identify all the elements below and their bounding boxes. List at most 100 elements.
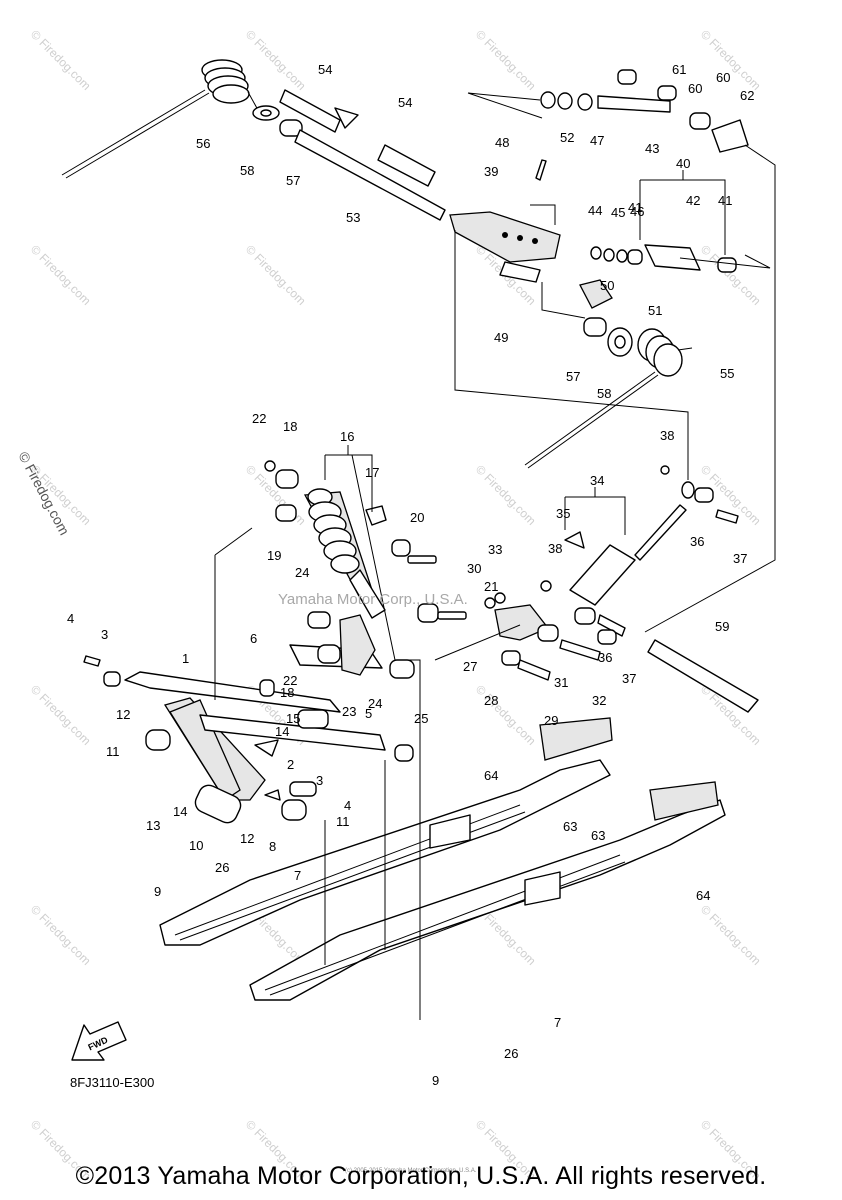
callout-3: 3 [101,627,108,642]
callout-28: 28 [484,693,498,708]
guide-54-lower [377,144,436,187]
callout-22: 22 [252,411,266,426]
callout-37: 37 [733,551,747,566]
callout-36: 36 [598,650,612,665]
watermark: © Firedog.com [243,27,309,93]
watermark: © Firedog.com [698,27,764,93]
callout-39: 39 [484,164,498,179]
callout-59: 59 [715,619,729,634]
callout-63: 63 [591,828,605,843]
callout-54: 54 [398,95,412,110]
front-arm-assembly [83,611,415,824]
watermark: © Firedog.com [698,242,764,308]
callout-44: 44 [588,203,602,218]
callout-6: 6 [250,631,257,646]
callout-4: 4 [344,798,351,813]
callout-29: 29 [544,713,558,728]
callout-58: 58 [240,163,254,178]
callout-25: 25 [414,711,428,726]
callout-60: 60 [716,70,730,85]
callout-11: 11 [336,814,350,829]
callout-7: 7 [554,1015,561,1030]
callout-64: 64 [696,888,710,903]
callout-47: 47 [590,133,604,148]
watermark: © Firedog.com [243,242,309,308]
shock-absorber [264,460,467,623]
torsion-spring-left [61,59,259,179]
watermark: © Firedog.com [473,27,539,93]
callout-5: 5 [365,706,372,721]
callout-9: 9 [432,1073,439,1088]
callout-58: 58 [597,386,611,401]
bushing-57-top [279,119,303,137]
callout-53: 53 [346,210,360,225]
callout-38: 38 [548,541,562,556]
torsion-spring-right [524,328,693,469]
callout-9: 9 [154,884,161,899]
watermark: © Firedog.com [473,462,539,528]
callout-55: 55 [720,366,734,381]
watermark: © Firedog.com [28,242,94,308]
callout-20: 20 [410,510,424,525]
callout-33: 33 [488,542,502,557]
callout-23: 23 [342,704,356,719]
callout-43: 43 [645,141,659,156]
callout-63: 63 [563,819,577,834]
callout-1: 1 [182,651,189,666]
callout-50: 50 [600,278,614,293]
callout-24: 24 [368,696,382,711]
callout-14: 14 [275,724,289,739]
callout-57: 57 [566,369,580,384]
callout-26: 26 [504,1046,518,1061]
callout-17: 17 [365,465,379,480]
callout-12: 12 [240,831,254,846]
link-bracket-27 [484,592,626,681]
callout-60: 60 [688,81,702,96]
callout-36: 36 [690,534,704,549]
guide-54-upper [279,89,341,133]
callout-13: 13 [146,818,160,833]
rear-pivot-assembly [61,59,776,633]
callout-57: 57 [286,173,300,188]
callout-41: 41 [718,193,732,208]
callout-52: 52 [560,130,574,145]
callout-24: 24 [295,565,309,580]
block-50 [579,279,613,309]
watermark: © Firedog.com [28,902,94,968]
overlay-company-text: Yamaha Motor Corp., U.S.A. [278,591,468,608]
bushing-57-lower [583,317,607,337]
copyright-notice: ©2013 Yamaha Motor Corporation, U.S.A. A… [75,1162,767,1190]
callout-16: 16 [340,429,354,444]
diagram-code: 8FJ3110-E300 [70,1075,155,1090]
callout-64: 64 [484,768,498,783]
watermark: © Firedog.com [698,902,764,968]
callout-27: 27 [463,659,477,674]
callout-21: 21 [484,579,498,594]
callout-12: 12 [116,707,130,722]
callout-19: 19 [267,548,281,563]
callout-31: 31 [554,675,568,690]
callout-4: 4 [67,611,74,626]
shaft-43 [597,95,671,113]
callout-18: 18 [283,419,297,434]
callout-46: 46 [630,204,644,219]
callout-40: 40 [676,156,690,171]
rod-59 [647,639,759,713]
watermark: © Firedog.com [28,682,94,748]
callout-35: 35 [556,506,570,521]
control-rod-34 [540,465,739,606]
callout-15: 15 [286,711,300,726]
callout-34: 34 [590,473,604,488]
watermark: © Firedog.com [473,682,539,748]
callout-26: 26 [215,860,229,875]
callout-42: 42 [686,193,700,208]
callout-14: 14 [173,804,187,819]
callout-62: 62 [740,88,754,103]
callout-10: 10 [189,838,203,853]
callout-38: 38 [660,428,674,443]
callout-7: 7 [294,868,301,883]
callout-45: 45 [611,205,625,220]
callout-54: 54 [318,62,332,77]
